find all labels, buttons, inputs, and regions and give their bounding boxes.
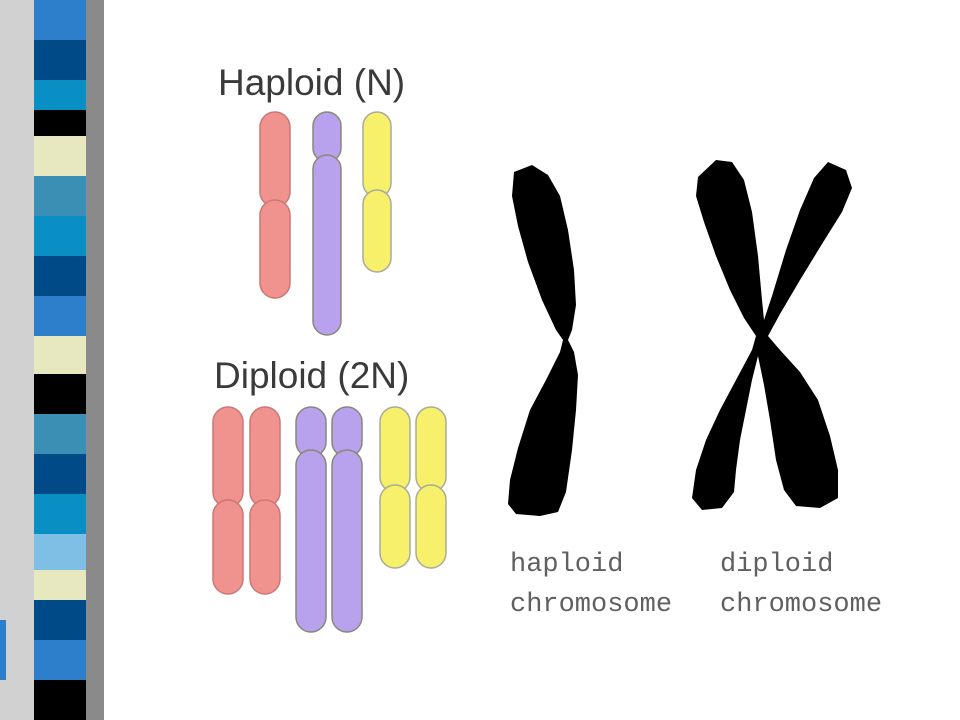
diploid-caption-line-1: diploid (720, 550, 834, 580)
haploid-purple-chromosome (312, 111, 342, 336)
diploid-yellow-chromosome-1 (379, 406, 411, 569)
diploid-purple-chromosome-2 (331, 406, 363, 633)
haploid-set (259, 111, 392, 336)
haploid-caption-line-2: chromosome (510, 590, 673, 620)
diploid-title: Diploid (2N) (214, 355, 410, 396)
diploid-caption-line-2: chromosome (720, 590, 883, 620)
haploid-caption-line-1: haploid (510, 550, 624, 580)
diploid-purple-chromosome-1 (295, 406, 327, 633)
diploid-black-chromosome (692, 160, 852, 510)
haploid-red-chromosome (259, 111, 291, 299)
haploid-yellow-chromosome (362, 111, 392, 273)
decorative-stripe-bar (0, 0, 110, 720)
diploid-yellow-chromosome-2 (415, 406, 447, 569)
diploid-chromosome-caption: diploid chromosome (720, 545, 882, 625)
diploid-red-chromosome-1 (212, 406, 244, 595)
haploid-title: Haploid (N) (218, 62, 406, 103)
haploid-chromosome-caption: haploid chromosome (510, 545, 672, 625)
haploid-black-chromosome (508, 165, 578, 516)
diploid-red-chromosome-2 (249, 406, 281, 595)
diploid-set (212, 406, 447, 633)
